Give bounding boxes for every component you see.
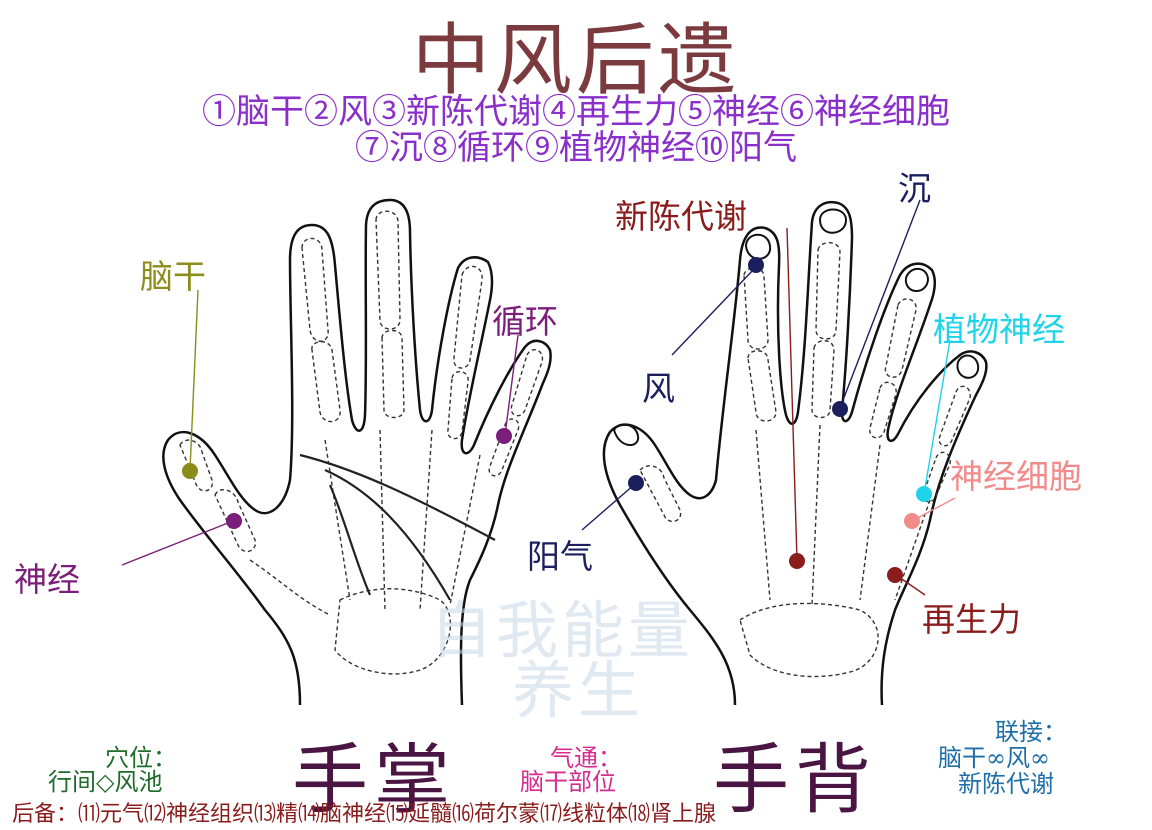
legend-line-2: ⑦沉⑧循环⑨植物神经⑩阳气	[355, 128, 797, 168]
point-shenjingxibao	[904, 513, 920, 529]
point-naogan	[182, 463, 198, 479]
qi-title: 气通：	[550, 744, 622, 772]
back-caption: 手背	[713, 735, 877, 824]
palm-finger-bones	[179, 210, 544, 675]
link-line-1: 脑干∞风∞	[938, 744, 1050, 772]
back-nails	[612, 208, 980, 446]
back-hand-outline	[602, 201, 988, 706]
label-naogan: 脑干	[140, 257, 206, 296]
palm-hand-outline	[162, 198, 552, 706]
label-chen: 沉	[898, 169, 931, 208]
point-zaishengli	[887, 567, 903, 583]
legend-line-1: ①脑干②风③新陈代谢④再生力⑤神经⑥神经细胞	[202, 92, 950, 132]
watermark-line-1: 自我能量	[430, 594, 695, 667]
label-shenjing: 神经	[14, 560, 80, 599]
palm-lines	[299, 453, 496, 601]
label-shenjingxibao: 神经细胞	[950, 457, 1082, 496]
point-zhiwushenjing	[916, 486, 932, 502]
label-yangqi: 阳气	[527, 537, 593, 576]
point-yangqi	[628, 475, 644, 491]
point-xunhuan	[496, 428, 512, 444]
label-xunhuan: 循环	[492, 302, 558, 341]
palm-caption: 手掌	[292, 735, 456, 824]
label-zaishengli: 再生力	[922, 600, 1021, 639]
label-xinchendaixie: 新陈代谢	[615, 197, 747, 236]
point-shenjing	[226, 513, 242, 529]
link-title: 联接：	[995, 718, 1067, 746]
label-zhiwushenjing: 植物神经	[933, 310, 1065, 349]
point-feng	[748, 257, 764, 273]
qi-value: 脑干部位	[520, 768, 616, 796]
acupoints-title: 穴位：	[105, 744, 177, 772]
label-feng: 风	[642, 369, 675, 408]
page-title: 中风后遗	[411, 16, 740, 106]
watermark-line-2: 养生	[512, 654, 645, 727]
backup-line: 后备：⑾元气⑿神经组织⒀精⒁脑神经⒂延髓⒃荷尔蒙⒄线粒体⒅肾上腺	[12, 802, 717, 827]
point-xinchendaixie	[789, 553, 805, 569]
acupoints-value: 行间◇风池	[48, 768, 163, 796]
back-finger-bones	[639, 242, 971, 678]
point-chen	[832, 401, 848, 417]
link-line-2: 新陈代谢	[958, 770, 1054, 798]
